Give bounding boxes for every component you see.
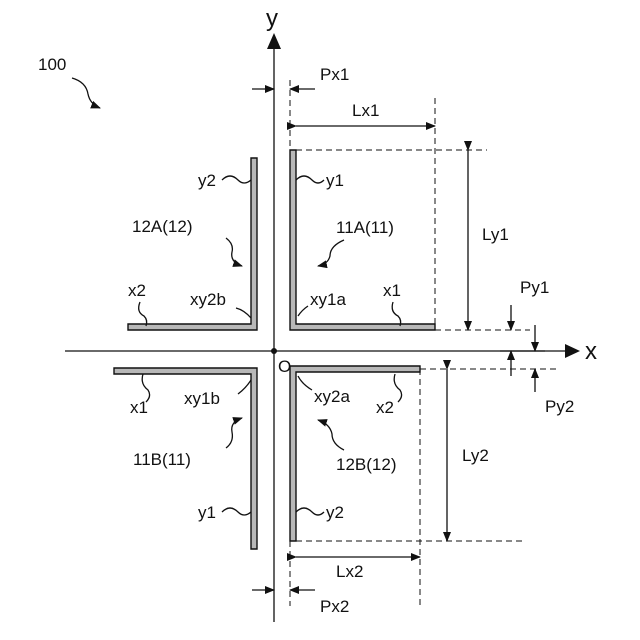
leader-11a-x1 <box>392 302 400 326</box>
py1-label: Py1 <box>520 278 549 297</box>
py2-label: Py2 <box>545 397 574 416</box>
leader-12b-name <box>318 420 344 450</box>
leader-12b-y2 <box>296 508 324 515</box>
label-11b-x1: x1 <box>130 398 148 417</box>
leader-12a-y2 <box>222 176 251 183</box>
label-11b-name: 11B(11) <box>133 450 191 469</box>
leader-11a-name <box>318 240 344 266</box>
origin-dot <box>271 348 277 354</box>
leader-12b-corner <box>298 376 312 390</box>
x-axis-label: x <box>585 338 597 365</box>
figure-ref-label: 100 <box>38 55 66 74</box>
leader-11b-corner <box>238 380 251 394</box>
label-12a-y2: y2 <box>198 171 216 190</box>
leader-12a-name <box>226 238 242 266</box>
lx1-label: Lx1 <box>352 101 379 120</box>
leader-11a-corner <box>298 306 308 316</box>
label-11a-y1: y1 <box>326 171 344 190</box>
leader-11a-y1 <box>296 176 324 183</box>
label-12a-corner: xy2b <box>190 290 226 309</box>
label-12a-x2: x2 <box>128 281 146 300</box>
label-11a-corner: xy1a <box>310 290 346 309</box>
leader-12a-corner <box>236 308 251 318</box>
label-12b-x2: x2 <box>376 398 394 417</box>
lx2-label: Lx2 <box>336 562 363 581</box>
leader-11b-name <box>226 418 242 448</box>
x-axis-arrowhead <box>565 344 580 358</box>
ly1-label: Ly1 <box>482 225 509 244</box>
label-11a-name: 11A(11) <box>336 218 394 237</box>
label-12a-name: 12A(12) <box>132 217 192 236</box>
label-12b-corner: xy2a <box>314 387 350 406</box>
leader-11b-y1 <box>222 508 251 515</box>
y-axis-arrowhead <box>267 33 281 49</box>
px1-label: Px1 <box>320 65 349 84</box>
origin-label: O <box>278 357 291 376</box>
y-axis-label: y <box>266 5 278 32</box>
label-11b-corner: xy1b <box>184 389 220 408</box>
ly2-label: Ly2 <box>462 446 489 465</box>
figure-ref-leader <box>72 78 100 108</box>
px2-label: Px2 <box>320 597 349 616</box>
label-12b-y2: y2 <box>326 503 344 522</box>
label-11a-x1: x1 <box>383 281 401 300</box>
label-12b-name: 12B(12) <box>336 455 396 474</box>
label-11b-y1: y1 <box>198 503 216 522</box>
leader-12b-x2 <box>394 374 401 402</box>
leader-12a-x2 <box>139 302 147 326</box>
